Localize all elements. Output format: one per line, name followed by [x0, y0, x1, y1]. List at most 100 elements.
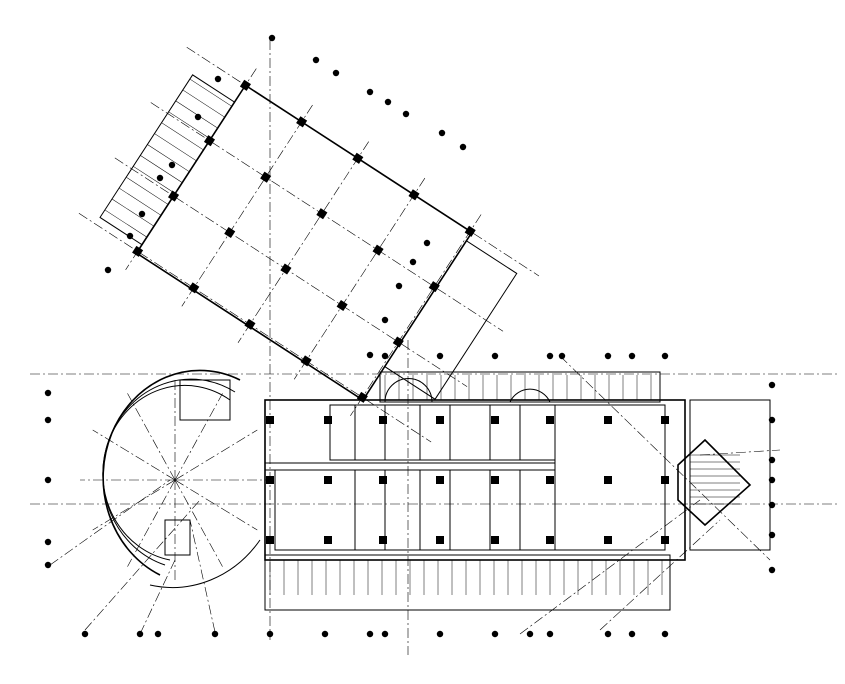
- upper-canopy-ribs: [384, 375, 652, 400]
- wing-column: [296, 116, 308, 128]
- wing-column: [132, 245, 144, 257]
- hall-stair: [164, 519, 191, 556]
- wing-hatch-line: [154, 133, 197, 162]
- wing-column: [372, 244, 384, 256]
- stair-tower-outline: [677, 438, 752, 527]
- wing-outline: [135, 84, 473, 402]
- wing-stair-block: [384, 240, 518, 400]
- wing-grid-line: [350, 214, 482, 416]
- arched-entry-1: [384, 378, 433, 403]
- grid-bubble-bottom: [266, 630, 274, 638]
- hall-radial-line: [127, 479, 176, 567]
- hall-inner-arc: [102, 378, 236, 566]
- wing-grid-line: [186, 46, 540, 277]
- grid-bubble-bottom: [436, 630, 444, 638]
- wing-column: [244, 318, 256, 330]
- main-column: [546, 536, 554, 544]
- wing-grid-line: [78, 213, 432, 443]
- main-column: [436, 416, 444, 424]
- wing-column: [300, 355, 312, 367]
- diagonal-leader-line: [189, 519, 216, 633]
- wing-column: [203, 135, 216, 147]
- grid-bubble-bottom: [211, 630, 219, 638]
- hall-radial-line: [174, 429, 258, 481]
- wing-hatch-line: [104, 209, 147, 238]
- stair-tower-frame: [689, 399, 771, 551]
- grid-bubble-wing: [366, 351, 374, 359]
- grid-bubble-left: [44, 561, 52, 569]
- wing-columns: [132, 79, 476, 403]
- grid-bubble-wing: [409, 258, 417, 266]
- diagonal-leader-line: [699, 449, 781, 456]
- grid-bubble-top: [661, 352, 669, 360]
- grid-bubble-wing: [104, 266, 112, 274]
- diagonal-leader-line: [139, 559, 176, 635]
- wing-corridor-hatch: [104, 78, 232, 238]
- grid-bubble-bottom: [526, 630, 534, 638]
- wing-hatch-line: [189, 78, 232, 107]
- wing-hatch-line: [126, 176, 169, 205]
- lower-canopy: [264, 554, 671, 611]
- main-column: [324, 416, 332, 424]
- main-block-outline: [264, 399, 686, 561]
- wing-hatch-line: [111, 198, 155, 227]
- wing-column: [168, 190, 180, 202]
- main-column: [379, 536, 387, 544]
- grid-bubble-bottom: [381, 630, 389, 638]
- wing-hatch-line: [147, 144, 190, 172]
- hall-inner-arc-2: [102, 385, 231, 561]
- wing-column: [464, 225, 476, 237]
- grid-bubble-bottom: [628, 630, 636, 638]
- wing-column: [188, 282, 200, 294]
- wing-column: [336, 299, 348, 312]
- wing-hatch-line: [161, 122, 204, 151]
- grid-bubble-wing: [138, 210, 146, 218]
- hall-radial-lines: [80, 380, 270, 580]
- grid-bubble-wing: [402, 110, 410, 118]
- main-columns: [266, 416, 669, 544]
- main-column: [324, 536, 332, 544]
- grid-bubble-right: [768, 531, 776, 539]
- grid-bubble-left: [44, 476, 52, 484]
- main-column: [546, 476, 554, 484]
- grid-bubble-right: [768, 381, 776, 389]
- grid-bubble-left: [44, 538, 52, 546]
- main-column: [324, 476, 332, 484]
- grid-bubble-bottom: [321, 630, 329, 638]
- grid-bubble-bottom: [546, 630, 554, 638]
- wing-grid-line: [114, 157, 468, 387]
- main-column: [661, 416, 669, 424]
- rotated-wing: [78, 46, 540, 443]
- grid-bubble-left: [44, 416, 52, 424]
- main-column: [661, 536, 669, 544]
- stair-steps: [690, 454, 740, 505]
- diagonal-leader-line: [599, 519, 721, 631]
- upper-canopy: [379, 371, 661, 403]
- grid-bubble-bottom: [604, 630, 612, 638]
- wing-grid-line: [181, 104, 313, 307]
- main-column: [491, 476, 499, 484]
- grid-bubble-top: [558, 352, 566, 360]
- wing-side-corridor: [99, 74, 236, 246]
- wing-column: [239, 79, 251, 91]
- canopy-ribs: [269, 560, 663, 595]
- main-column: [546, 416, 554, 424]
- hall-entry-room: [179, 379, 231, 421]
- grid-bubble-right: [768, 566, 776, 574]
- main-column: [436, 536, 444, 544]
- wing-column: [316, 208, 328, 220]
- main-column: [379, 416, 387, 424]
- grid-bubble-wing: [312, 56, 320, 64]
- wing-column: [392, 336, 404, 348]
- main-column: [604, 416, 612, 424]
- grid-bubble-right: [768, 501, 776, 509]
- main-column: [266, 416, 274, 424]
- grid-bubble-top: [436, 352, 444, 360]
- wing-column: [224, 226, 236, 239]
- grid-bubble-wing: [438, 129, 446, 137]
- wing-column: [408, 189, 420, 201]
- grid-bubble-right: [768, 456, 776, 464]
- wing-hatch-line: [182, 89, 225, 118]
- hall-radial-line: [127, 393, 176, 481]
- grid-bubble-bottom: [81, 630, 89, 638]
